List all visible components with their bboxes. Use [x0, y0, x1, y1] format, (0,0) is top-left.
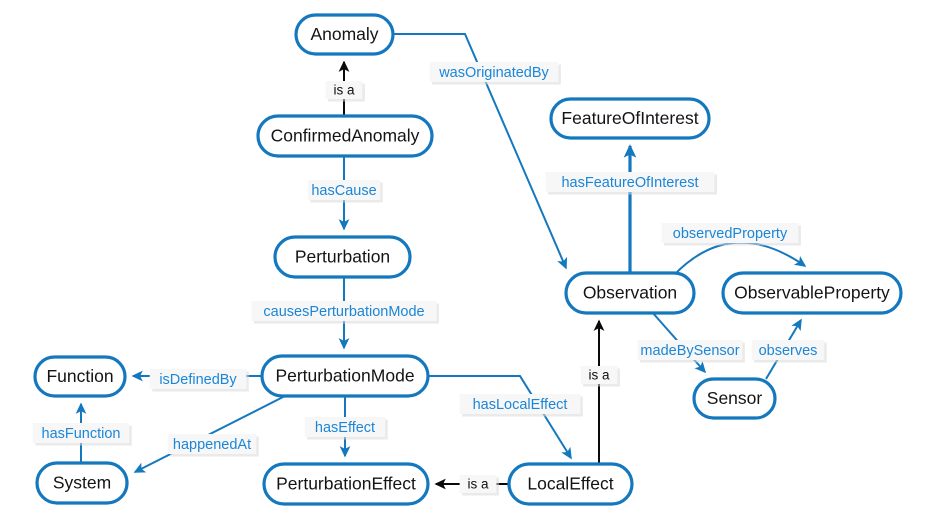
edge-label-confirmedanomaly-isa-anomaly: is a	[325, 81, 365, 102]
node-shape-observation	[564, 271, 696, 315]
node-label-observation: Observation	[583, 283, 677, 303]
edge-label-text: is a	[467, 477, 489, 492]
node-label-sensor: Sensor	[707, 388, 763, 408]
node-perturbationeffect[interactable]: PerturbationEffect	[262, 462, 430, 506]
node-shape-function	[33, 355, 127, 398]
node-perturbation[interactable]: Perturbation	[273, 235, 412, 279]
edge-label-perturbationmode-isdefinedby-function: isDefinedBy	[149, 369, 249, 392]
node-label-featureofinterest: FeatureOfInterest	[561, 108, 698, 128]
node-shape-perturbationmode	[260, 354, 430, 398]
edge-label-text: hasCause	[311, 183, 376, 199]
edge-label-sensor-observes-observableproperty: observes	[751, 340, 827, 363]
node-label-observableproperty: ObservableProperty	[734, 283, 890, 303]
edge-label-text: hasLocalEffect	[473, 397, 568, 413]
edge-label-box	[751, 340, 825, 360]
node-label-anomaly: Anomaly	[310, 24, 378, 44]
edge-observation-observedproperty-observableproperty	[673, 241, 807, 276]
edge-label-text: isDefinedBy	[159, 372, 237, 388]
edge-label-text: hasFunction	[42, 426, 121, 442]
edge-label-system-hasfunction-function: hasFunction	[32, 423, 132, 446]
edge-label-perturbation-causesperturbationmode-perturbationmode: causesPerturbationMode	[251, 301, 440, 324]
node-shape-perturbationeffect	[262, 462, 430, 506]
node-sensor[interactable]: Sensor	[692, 377, 777, 420]
edge-label-text: hasFeatureOfInterest	[561, 175, 698, 191]
edge-label-box	[429, 62, 559, 82]
edge-label-observation-observedproperty-observableproperty: observedProperty	[661, 223, 801, 246]
edge-label-text: happenedAt	[173, 437, 251, 453]
edge-anomaly-wasoriginatedby-observation	[393, 33, 568, 270]
edge-label-localeffect-isa-observation: is a	[580, 366, 620, 387]
node-shape-system	[35, 461, 129, 505]
edge-label-box	[167, 434, 257, 454]
node-label-system: System	[53, 473, 111, 493]
edge-label-text: observes	[759, 343, 818, 359]
edge-labels-layer: is a wasOriginatedBy hasCause causesPerturb…	[32, 62, 827, 496]
edge-label-box	[637, 340, 743, 360]
edge-label-box	[545, 172, 715, 192]
edge-label-text: is a	[588, 368, 610, 383]
edge-label-box	[251, 301, 437, 321]
edge-label-observation-madebysensor-sensor: madeBySensor	[637, 340, 745, 363]
node-shape-featureofinterest	[549, 97, 711, 140]
node-shape-observableproperty	[721, 271, 903, 315]
edge-label-observation-hasfeatureofinterest-featureofinterest: hasFeatureOfInterest	[545, 172, 717, 195]
nodes-layer: AnomalyConfirmedAnomalyPerturbationPertu…	[33, 13, 903, 506]
node-label-perturbation: Perturbation	[295, 247, 390, 267]
node-localeffect[interactable]: LocalEffect	[507, 462, 634, 506]
node-label-confirmedanomaly: ConfirmedAnomaly	[271, 126, 420, 146]
node-label-perturbationmode: PerturbationMode	[275, 366, 414, 386]
edge-label-perturbationmode-haslocaleffect-localeffect: hasLocalEffect	[459, 394, 583, 417]
edge-perturbationmode-haslocaleffect-localeffect	[428, 375, 572, 460]
edge-label-perturbationmode-happenedat-system: happenedAt	[167, 434, 259, 457]
edge-label-text: wasOriginatedBy	[438, 65, 549, 81]
node-label-perturbationeffect: PerturbationEffect	[276, 474, 416, 494]
node-system[interactable]: System	[35, 461, 129, 505]
edge-label-confirmedanomaly-hascause-perturbation: hasCause	[307, 180, 383, 203]
node-shape-sensor	[692, 377, 777, 420]
edge-label-text: hasEffect	[315, 420, 375, 436]
node-shape-localeffect	[507, 462, 634, 506]
edge-label-box	[661, 223, 799, 243]
node-function[interactable]: Function	[33, 355, 127, 398]
edge-label-box	[149, 369, 247, 389]
node-observableproperty[interactable]: ObservableProperty	[721, 271, 903, 315]
edge-label-anomaly-wasoriginatedby-observation: wasOriginatedBy	[429, 62, 561, 85]
node-label-localeffect: LocalEffect	[527, 474, 613, 494]
node-shape-anomaly	[294, 13, 395, 56]
node-anomaly[interactable]: Anomaly	[294, 13, 395, 56]
edge-label-text: causesPerturbationMode	[263, 304, 424, 320]
node-observation[interactable]: Observation	[564, 271, 696, 315]
edge-label-box	[325, 81, 363, 99]
edge-label-perturbationmode-haseffect-perturbationeffect: hasEffect	[304, 417, 388, 440]
edge-label-text: observedProperty	[673, 226, 788, 242]
edge-label-box	[304, 417, 386, 437]
edge-label-box	[307, 180, 381, 200]
node-label-function: Function	[46, 366, 113, 386]
edge-label-box	[32, 423, 130, 443]
edge-label-box	[459, 475, 497, 493]
node-confirmedanomaly[interactable]: ConfirmedAnomaly	[256, 114, 434, 158]
edge-label-localeffect-isa-perturbationeffect: is a	[459, 475, 499, 496]
edge-label-box	[580, 366, 618, 384]
edge-label-text: madeBySensor	[640, 343, 739, 359]
edge-label-box	[459, 394, 581, 414]
node-featureofinterest[interactable]: FeatureOfInterest	[549, 97, 711, 140]
node-shape-perturbation	[273, 235, 412, 279]
node-shape-confirmedanomaly	[256, 114, 434, 158]
node-perturbationmode[interactable]: PerturbationMode	[260, 354, 430, 398]
edge-label-text: is a	[333, 83, 355, 98]
